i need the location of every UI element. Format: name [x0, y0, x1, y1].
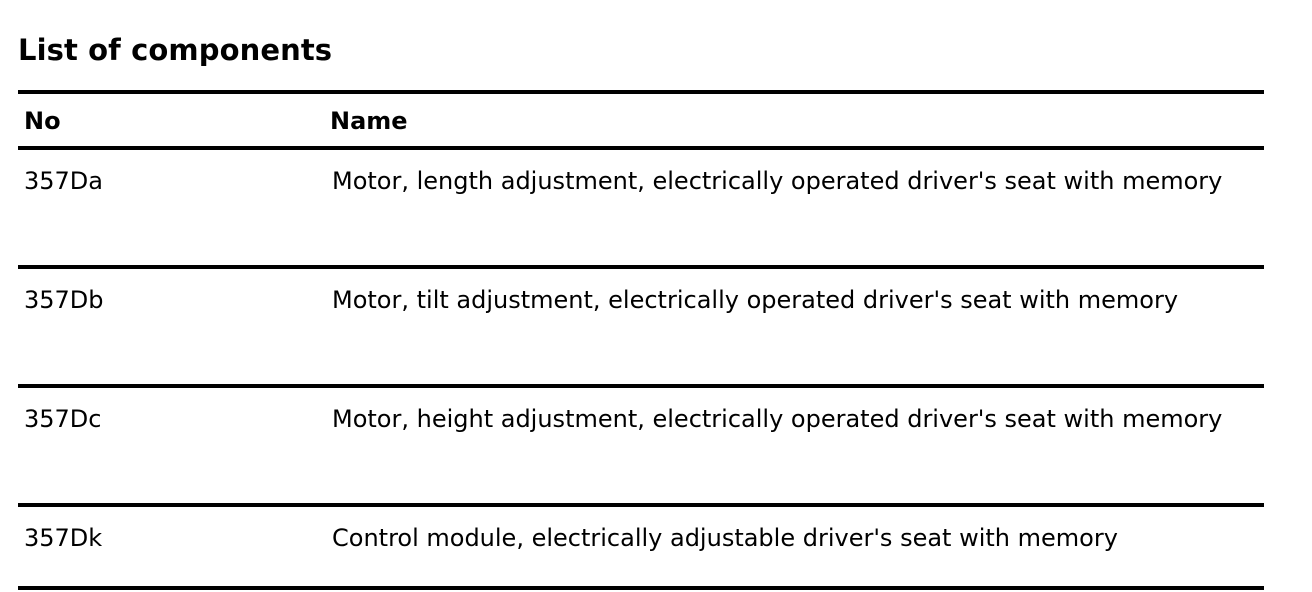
page-title: List of components	[18, 33, 333, 68]
table-row: 357Dk Control module, electrically adjus…	[18, 505, 1264, 590]
table-row: 357Db Motor, tilt adjustment, electrical…	[18, 267, 1264, 388]
table-header: No Name	[18, 90, 1264, 150]
table-body: 357Da Motor, length adjustment, electric…	[18, 148, 1264, 590]
cell-component-no: 357Dk	[18, 505, 324, 590]
cell-component-name: Motor, height adjustment, electrically o…	[324, 386, 1264, 507]
cell-component-name: Motor, length adjustment, electrically o…	[324, 148, 1264, 269]
cell-component-name: Control module, electrically adjustable …	[324, 505, 1264, 590]
components-table: No Name 357Da Motor, length adjustment, …	[18, 90, 1264, 590]
cell-component-no: 357Da	[18, 148, 324, 269]
cell-component-no: 357Db	[18, 267, 324, 388]
table-row: 357Da Motor, length adjustment, electric…	[18, 148, 1264, 269]
column-header-name: Name	[324, 90, 1264, 150]
table-row: 357Dc Motor, height adjustment, electric…	[18, 386, 1264, 507]
table-header-row: No Name	[18, 90, 1264, 150]
cell-component-name: Motor, tilt adjustment, electrically ope…	[324, 267, 1264, 388]
column-header-no: No	[18, 90, 324, 150]
cell-component-no: 357Dc	[18, 386, 324, 507]
